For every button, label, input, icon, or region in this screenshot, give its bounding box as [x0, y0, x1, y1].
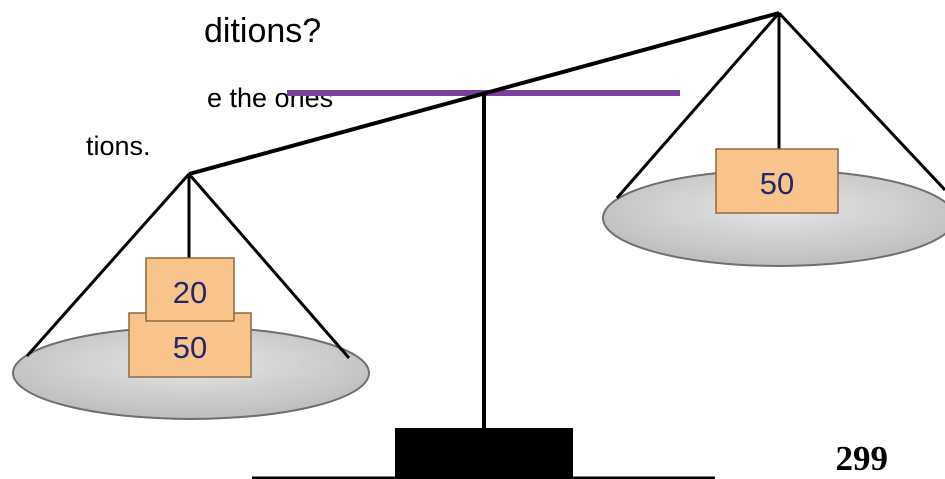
left-pan-group: 50 20	[13, 174, 369, 419]
left-weight-top-label: 20	[173, 275, 207, 310]
left-weight-top: 20	[146, 258, 234, 321]
page-number: 299	[836, 439, 889, 479]
left-weight-bottom: 50	[129, 313, 251, 377]
scale-base	[395, 428, 573, 478]
right-weight-label: 50	[760, 166, 794, 201]
right-pan-group: 50	[603, 13, 945, 266]
left-weight-bottom-label: 50	[173, 330, 207, 365]
right-weight: 50	[716, 149, 838, 213]
